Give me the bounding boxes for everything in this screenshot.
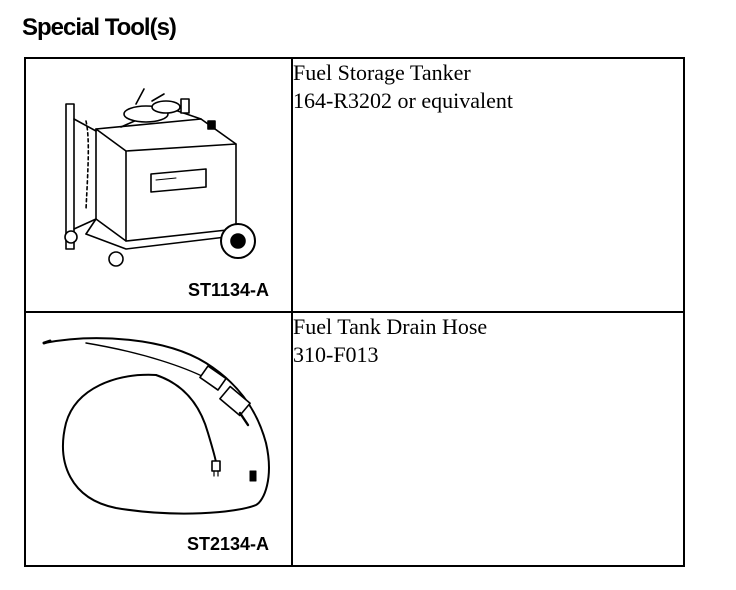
table-row: ST1134-A Fuel Storage Tanker 164-R3202 o… (24, 57, 685, 313)
fuel-tank-drain-hose-icon (42, 337, 270, 515)
special-tools-table: ST1134-A Fuel Storage Tanker 164-R3202 o… (24, 57, 685, 567)
tool-part-number: 310-F013 (293, 342, 379, 367)
fuel-storage-tanker-icon (64, 88, 256, 267)
tool-name: Fuel Storage Tanker (293, 60, 471, 85)
page-title: Special Tool(s) (22, 14, 177, 41)
tool-image-cell: ST2134-A (24, 311, 293, 567)
tool-part-number: 164-R3202 or equivalent (293, 88, 513, 113)
tool-description-cell: Fuel Storage Tanker 164-R3202 or equival… (291, 57, 685, 313)
table-row: ST2134-A Fuel Tank Drain Hose 310-F013 (24, 311, 685, 567)
tool-name: Fuel Tank Drain Hose (293, 314, 488, 339)
tool-reference-label: ST1134-A (187, 280, 269, 300)
tool-image-cell: ST1134-A (24, 57, 293, 313)
tool-description-cell: Fuel Tank Drain Hose 310-F013 (291, 311, 685, 567)
tool-reference-label: ST2134-A (186, 534, 269, 554)
